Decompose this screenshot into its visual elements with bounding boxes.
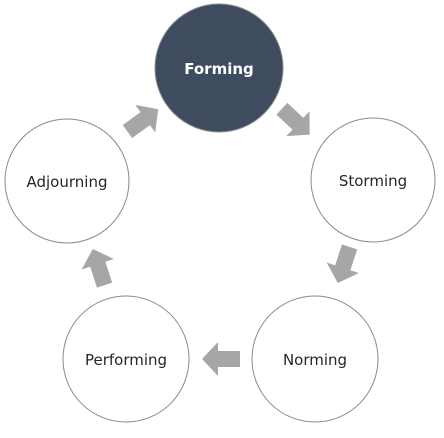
arrow-forming-to-storming-icon bbox=[276, 102, 310, 137]
stage-circle-performing bbox=[62, 295, 190, 423]
stage-label-norming: Norming bbox=[283, 351, 347, 369]
arrow-performing-to-adjourning-icon bbox=[81, 248, 114, 288]
arrow-adjourning-to-forming-icon bbox=[122, 104, 159, 139]
stage-label-storming: Storming bbox=[339, 172, 407, 190]
stage-node-performing: Performing bbox=[62, 295, 190, 423]
stage-circle-norming bbox=[251, 295, 379, 423]
stage-node-forming: Forming bbox=[154, 3, 284, 133]
stage-label-forming: Forming bbox=[184, 60, 254, 78]
stage-circle-forming bbox=[154, 3, 284, 133]
stage-label-performing: Performing bbox=[85, 351, 167, 369]
stage-node-storming: Storming bbox=[310, 117, 436, 243]
stage-label-adjourning: Adjourning bbox=[27, 173, 108, 191]
arrow-storming-to-norming-icon bbox=[326, 244, 359, 284]
stage-node-adjourning: Adjourning bbox=[4, 118, 130, 244]
stage-circle-storming bbox=[310, 117, 436, 243]
stage-circle-adjourning bbox=[4, 118, 130, 244]
arrow-norming-to-performing-icon bbox=[202, 342, 240, 376]
cycle-arrows bbox=[81, 102, 359, 376]
stage-node-norming: Norming bbox=[251, 295, 379, 423]
